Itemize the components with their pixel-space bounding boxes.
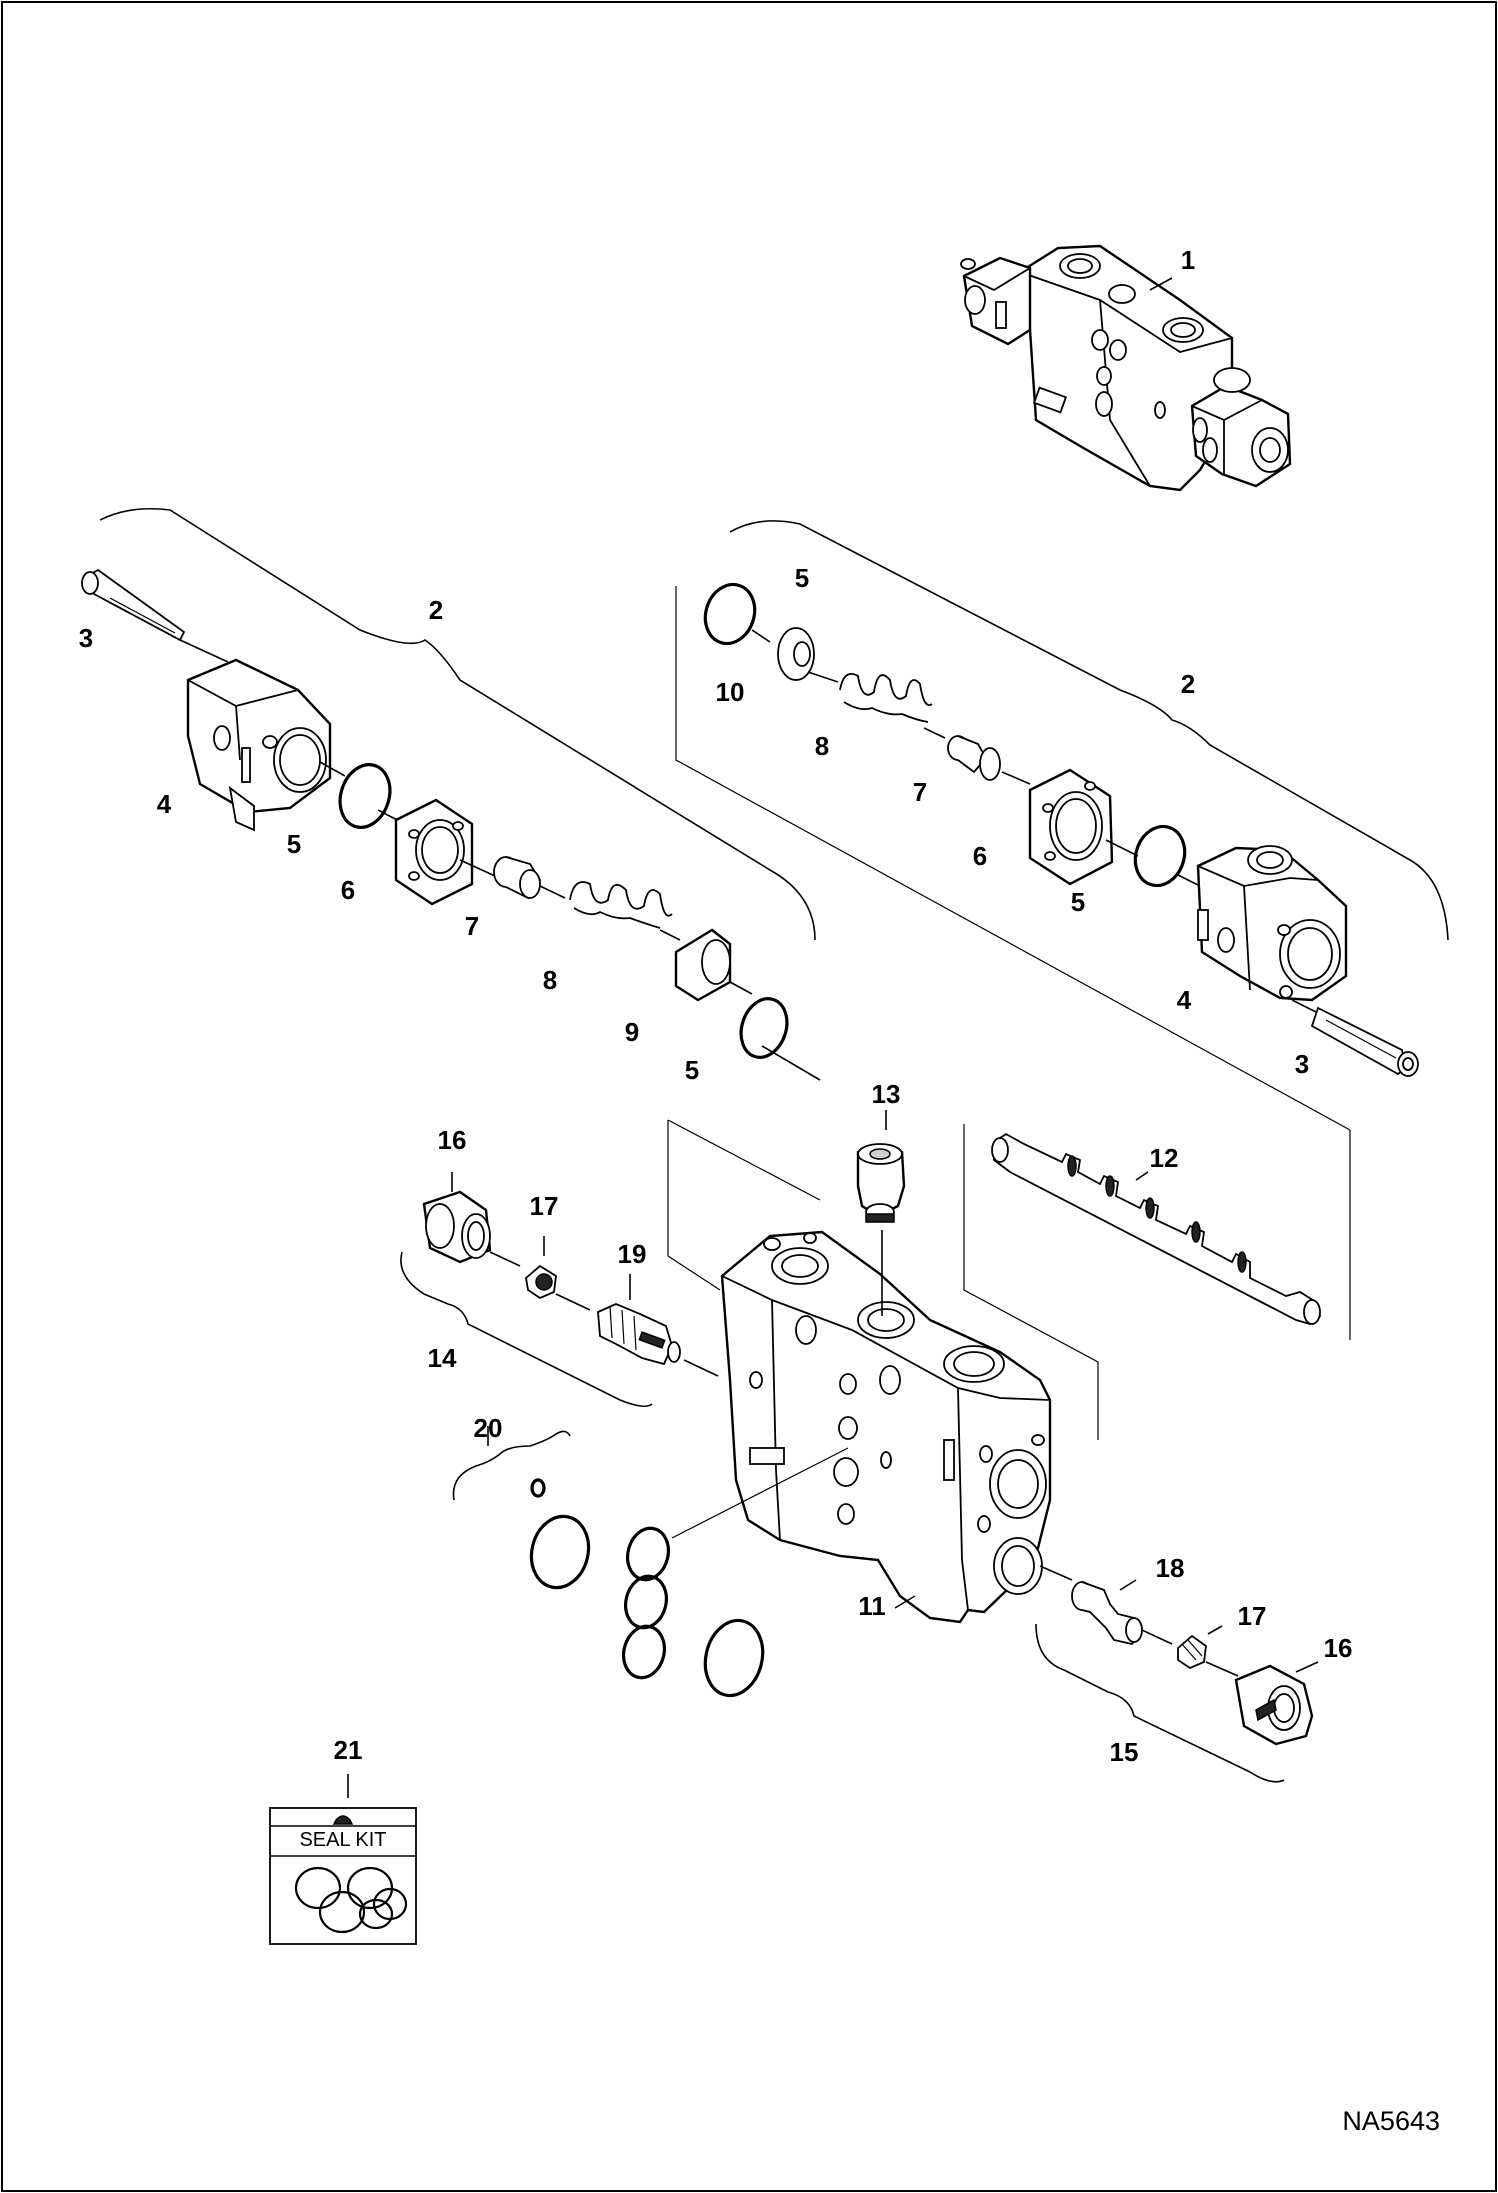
end-cap-left xyxy=(186,658,332,832)
spring-left xyxy=(569,881,673,929)
spool-box xyxy=(963,1124,1099,1440)
seal-kit: SEAL KIT xyxy=(269,1774,417,1945)
spring-seat-left xyxy=(493,856,542,900)
washer xyxy=(777,627,815,681)
callout-3-right: 3 xyxy=(1295,1049,1309,1079)
o-ring-right-b xyxy=(1133,824,1187,888)
callout-17-left: 17 xyxy=(530,1191,559,1221)
o-ring-med-c xyxy=(622,1624,666,1680)
callout-2-left: 2 xyxy=(429,595,443,625)
callout-5-right-b: 5 xyxy=(1071,887,1085,917)
callout-8-left: 8 xyxy=(543,965,557,995)
callout-15: 15 xyxy=(1110,1737,1139,1767)
valve-body xyxy=(720,1230,1052,1624)
o-ring-large-b xyxy=(703,1618,765,1698)
o-ring-small xyxy=(530,1478,546,1498)
o-ring-large-a xyxy=(529,1514,591,1590)
callout-20: 20 xyxy=(474,1413,503,1443)
callout-5-right-a: 5 xyxy=(795,563,809,593)
group-box-right xyxy=(675,586,1351,1131)
callout-3-left: 3 xyxy=(79,623,93,653)
bracket-20 xyxy=(452,1430,571,1501)
poppet-left xyxy=(525,1264,557,1300)
flange-left xyxy=(394,798,474,906)
callout-19: 19 xyxy=(618,1239,647,1269)
callout-16-right: 16 xyxy=(1324,1633,1353,1663)
bracket-right xyxy=(729,520,1449,941)
bracket-15 xyxy=(1035,1623,1285,1783)
bracket-left xyxy=(99,507,816,941)
check-poppet xyxy=(1071,1581,1143,1646)
callout-6-right: 6 xyxy=(973,841,987,871)
o-ring-right-a xyxy=(703,582,757,646)
spool xyxy=(991,1132,1322,1325)
callout-21: 21 xyxy=(334,1735,363,1765)
callout-16-left: 16 xyxy=(438,1125,467,1155)
callout-4-left: 4 xyxy=(157,789,172,819)
poppet-right xyxy=(1177,1634,1207,1670)
callout-8-right: 8 xyxy=(815,731,829,761)
bolt-right xyxy=(1291,999,1419,1077)
callout-5-left-b: 5 xyxy=(685,1055,699,1085)
o-ring-left-b xyxy=(739,997,789,1059)
callout-4-right: 4 xyxy=(1177,985,1192,1015)
callout-10: 10 xyxy=(716,677,745,707)
callout-12: 12 xyxy=(1150,1143,1179,1173)
plug-right xyxy=(1234,1664,1314,1746)
callout-14: 14 xyxy=(428,1343,457,1373)
callout-7-left: 7 xyxy=(465,911,479,941)
callout-18: 18 xyxy=(1156,1553,1185,1583)
relief-valve xyxy=(597,1303,681,1366)
collar xyxy=(674,928,732,1002)
callout-2-right: 2 xyxy=(1181,669,1195,699)
callout-7-right: 7 xyxy=(913,777,927,807)
flange-right xyxy=(1028,768,1114,886)
callout-5-left-a: 5 xyxy=(287,829,301,859)
bolt-left xyxy=(81,568,229,663)
o-ring-left-a xyxy=(338,763,392,829)
seal-kit-text: SEAL KIT xyxy=(299,1829,386,1851)
valve-section-assembly xyxy=(960,244,1292,492)
callout-17-right: 17 xyxy=(1238,1601,1267,1631)
bracket-14 xyxy=(400,1251,653,1408)
end-cap-right xyxy=(1196,845,1348,1002)
plug-left xyxy=(422,1190,492,1264)
callout-6-left: 6 xyxy=(341,875,355,905)
callout-11: 11 xyxy=(858,1591,886,1621)
spring-right xyxy=(839,672,933,723)
figure-reference: NA5643 xyxy=(1342,2106,1440,2136)
plug-top xyxy=(856,1143,906,1223)
callout-13: 13 xyxy=(872,1079,901,1109)
spring-seat-right xyxy=(947,735,1001,781)
callout-1: 1 xyxy=(1181,245,1195,275)
callout-9: 9 xyxy=(625,1017,639,1047)
